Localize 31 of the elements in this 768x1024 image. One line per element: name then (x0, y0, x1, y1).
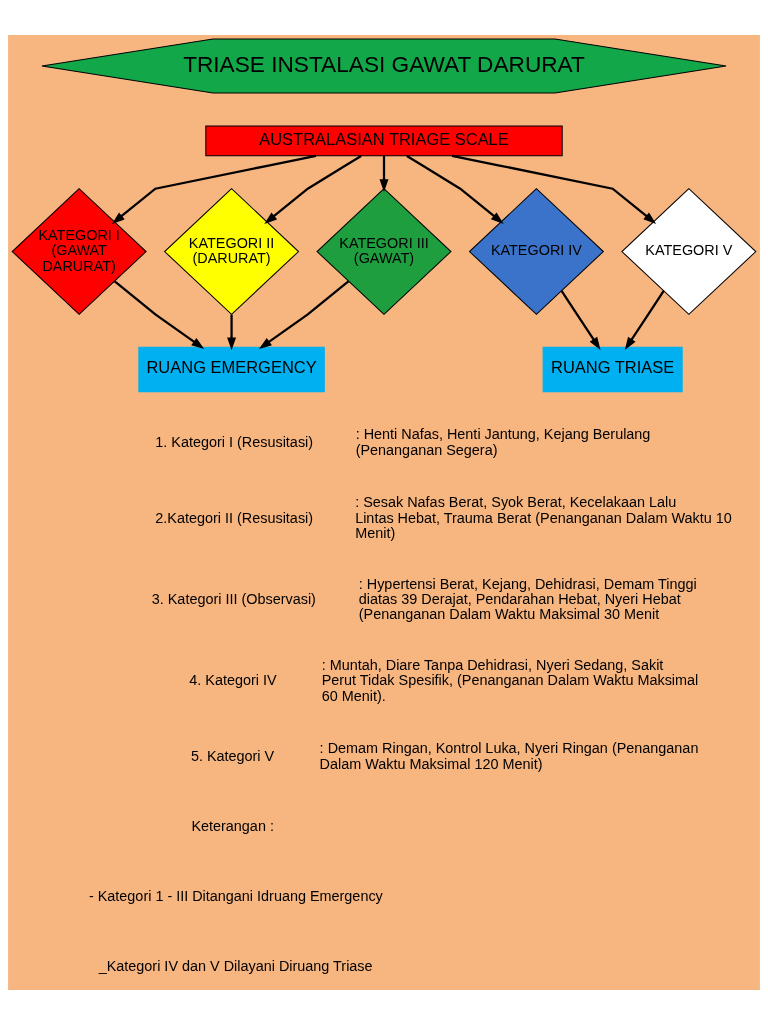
arrow (258, 279, 350, 349)
label: 1. Kategori I (Resusitasi) (155, 433, 314, 450)
node-diamond: KATEGORI II (DARURAT) (163, 187, 300, 315)
label: : Sesak Nafas Berat, Syok Berat, Kecelakaan Lalu Lintas Hebat, Trauma Berat (Penanganan Dalam Waktu 10 Menit) (355, 493, 732, 541)
arrow (111, 154, 317, 224)
arrow (406, 154, 504, 224)
label: : Hypertensi Berat, Kejang, Dehidrasi, Demam Tinggi diatas 39 Derajat, Pendarahan Hebat, Nyeri Hebat (Penanganan Dalam Waktu Maksimal 30 Menit (358, 575, 697, 622)
label: 2.Kategori II (Resusitasi) (155, 509, 314, 526)
node-diamond: KATEGORI IV (468, 187, 605, 315)
node-diamond: KATEGORI I (GAWAT DARURAT) (11, 187, 147, 315)
node-diamond: KATEGORI V (621, 187, 757, 315)
arrow (560, 289, 601, 350)
arrow (624, 289, 665, 350)
label: - Kategori 1 - III Ditangani Idruang Emergency (88, 887, 383, 904)
label: 3. Kategori III (Observasi) (151, 590, 316, 607)
arrow (227, 314, 237, 350)
arrow (379, 155, 389, 192)
label: : Muntah, Diare Tanpa Dehidrasi, Nyeri Sedang, Sakit Perut Tidak Spesifik, (Penanganan Dalam Waktu Maksimal 60 Menit). (321, 656, 699, 704)
label: : Henti Nafas, Henti Jantung, Kejang Berulang (Penanganan Segera) (355, 425, 651, 458)
node-box: AUSTRALASIAN TRIAGE SCALE (205, 124, 563, 156)
node-box: RUANG EMERGENCY (138, 346, 325, 392)
node-box: RUANG TRIASE (542, 346, 683, 392)
arrow (113, 279, 205, 349)
label: 4. Kategori IV (189, 671, 277, 688)
label: _Kategori IV dan V Dilayani Diruang Triase (98, 957, 373, 974)
label: 5. Kategori V (190, 747, 275, 764)
node-diamond: KATEGORI III (GAWAT) (316, 187, 452, 315)
arrow (264, 154, 362, 224)
label: Keterangan : (191, 817, 274, 834)
arrow (451, 154, 657, 224)
label: : Demam Ringan, Kontrol Luka, Nyeri Ringan (Penanganan Dalam Waktu Maksimal 120 Menit) (319, 739, 699, 772)
